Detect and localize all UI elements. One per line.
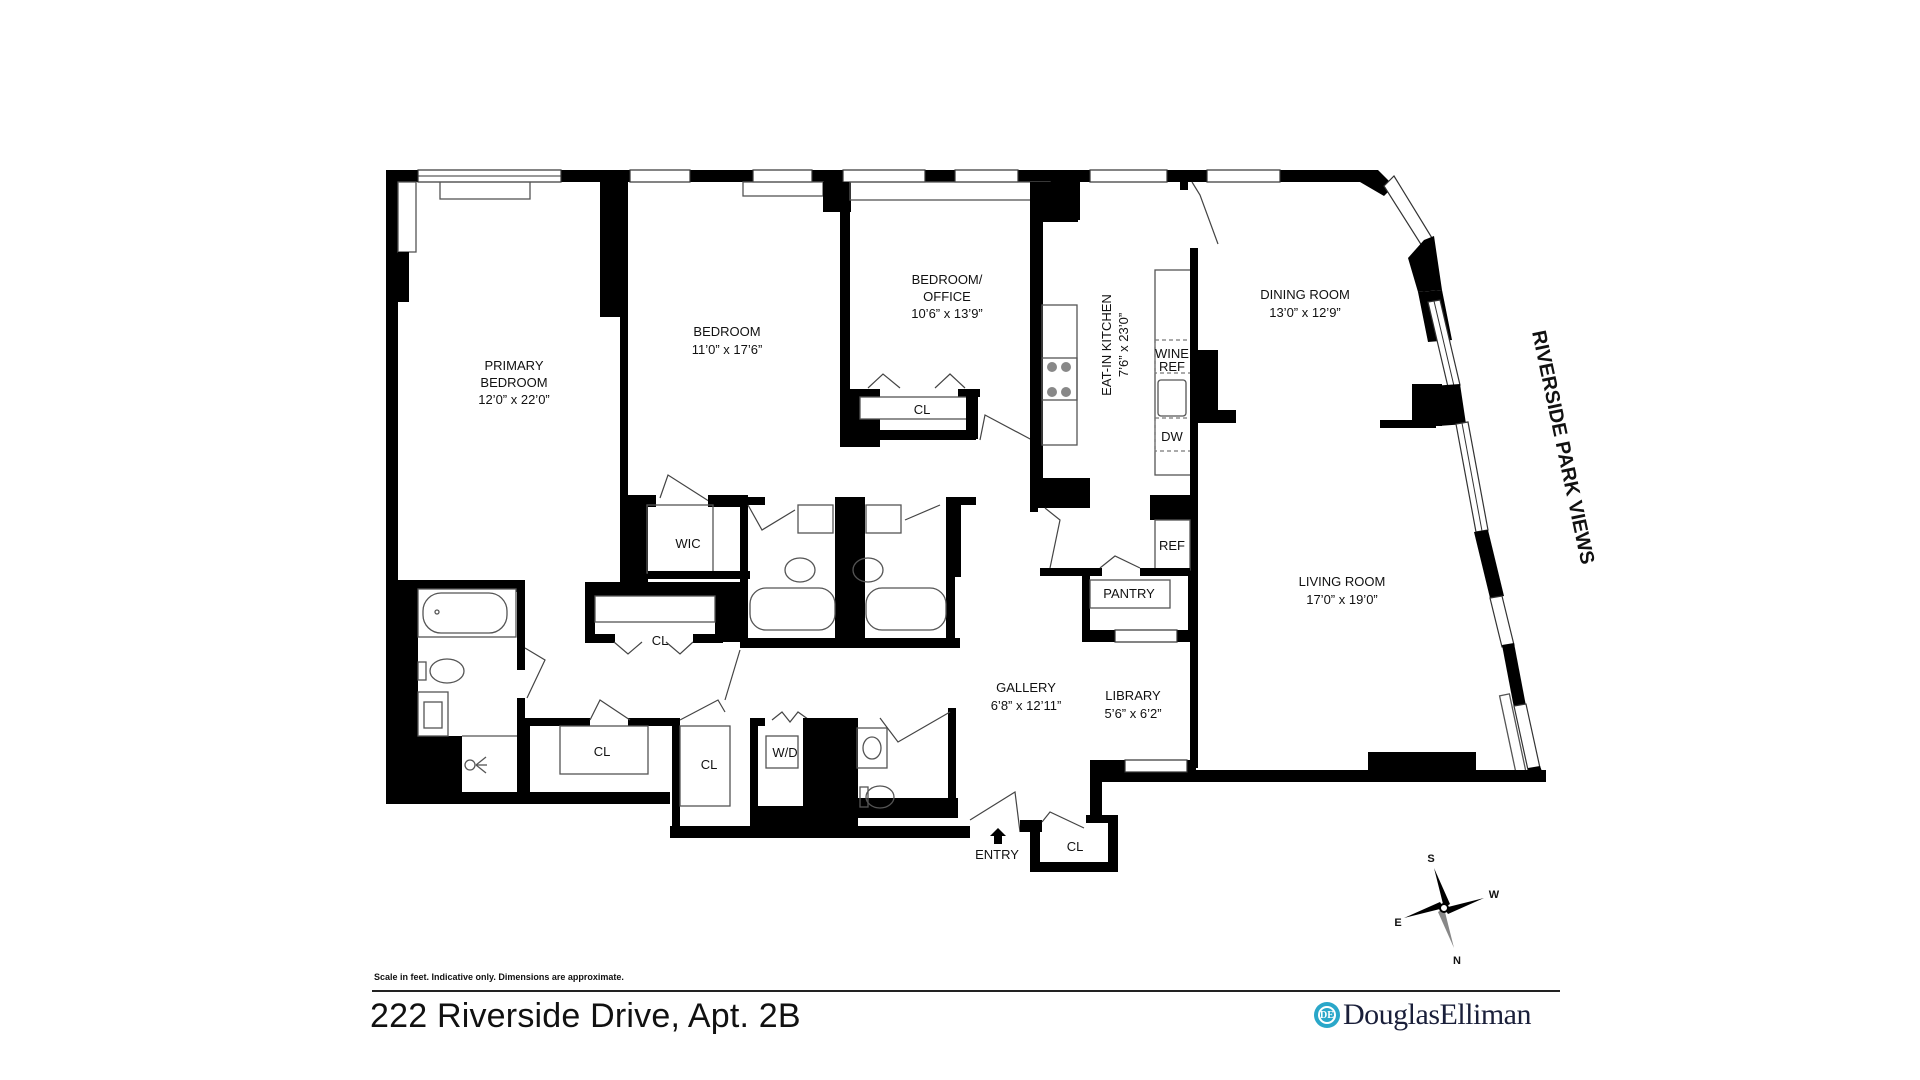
compass-e: E	[1394, 917, 1401, 929]
closet-label-hall: CL	[652, 633, 669, 648]
walk-in-closet	[646, 504, 750, 579]
bedroom-dims: 11’0” x 17’6”	[692, 342, 763, 357]
room-labels: PRIMARY BEDROOM 12’0” x 22’0” BEDROOM 11…	[478, 272, 1385, 721]
library-dims: 5’6” x 6’2”	[1104, 706, 1161, 721]
compass-w: W	[1489, 889, 1500, 901]
bedroom-walls	[628, 181, 851, 585]
bedroom-office-dims: 10’6” x 13’9”	[911, 306, 983, 321]
brand-mark-icon: DE	[1314, 1002, 1340, 1028]
dining-room-label: DINING ROOM	[1260, 287, 1350, 302]
primary-bedroom-label: PRIMARY	[485, 358, 544, 373]
primary-bedroom-label-2: BEDROOM	[480, 375, 547, 390]
bedroom-label: BEDROOM	[693, 324, 760, 339]
exterior-right-wall	[1380, 290, 1546, 782]
gallery-label: GALLERY	[996, 680, 1056, 695]
primary-bedroom-walls	[386, 170, 628, 804]
pantry-label: PANTRY	[1103, 586, 1155, 601]
library-label: LIBRARY	[1105, 688, 1161, 703]
brand-mark-letters: DE	[1318, 1006, 1336, 1024]
closet-label-entry: CL	[1067, 839, 1084, 854]
exterior-bottom-right-wall	[1090, 752, 1546, 822]
washer-dryer-label: W/D	[772, 745, 797, 760]
dishwasher-label: DW	[1161, 429, 1183, 444]
fixture-labels: WIC CL CL CL CL W/D PANTRY REF WINE REF …	[594, 346, 1190, 862]
compass-n: N	[1453, 955, 1461, 967]
wine-ref-label: REF	[1159, 359, 1185, 374]
gallery-dims: 6’8” x 12’11”	[991, 698, 1062, 713]
compass-icon: S W E N	[1394, 853, 1499, 967]
entry-label: ENTRY	[975, 847, 1019, 862]
exterior-corner-window	[1360, 170, 1442, 292]
compass-s: S	[1427, 853, 1434, 865]
closet-label-lower: CL	[701, 757, 718, 772]
wine-label: WINE	[1155, 346, 1189, 361]
bedroom-office-label: BEDROOM/	[912, 272, 983, 287]
listing-address: 222 Riverside Drive, Apt. 2B	[370, 997, 801, 1035]
hall-door	[724, 649, 741, 701]
brand-name: DouglasElliman	[1343, 998, 1531, 1031]
primary-bedroom-dims: 12’0” x 22’0”	[478, 392, 550, 407]
ref-label: REF	[1159, 538, 1185, 553]
brand-logo: DE DouglasElliman	[1314, 998, 1531, 1032]
pantry	[1082, 575, 1196, 643]
living-room-label: LIVING ROOM	[1299, 574, 1386, 589]
closet-label-primary: CL	[594, 744, 611, 759]
kitchen	[1030, 181, 1236, 768]
riverside-park-views-label: RIVERSIDE PARK VIEWS	[1527, 328, 1598, 566]
bedroom-office-label-2: OFFICE	[923, 289, 971, 304]
kitchen-dims: 7’6” x 23’0”	[1116, 313, 1131, 377]
exterior-top-wall	[386, 169, 1364, 220]
kitchen-label: EAT-IN KITCHEN	[1099, 294, 1114, 396]
dining-living-partitions	[1198, 350, 1236, 423]
disclaimer: Scale in feet. Indicative only. Dimensio…	[374, 972, 624, 982]
living-room-dims: 17’0” x 19’0”	[1306, 592, 1378, 607]
wic-label: WIC	[675, 536, 700, 551]
shared-bathrooms	[740, 497, 976, 648]
closet-label-office: CL	[914, 402, 931, 417]
dining-room-dims: 13’0” x 12’9”	[1269, 305, 1341, 320]
bottom-closets	[520, 699, 958, 838]
footer-rule	[372, 990, 1560, 992]
entry	[670, 790, 1118, 872]
